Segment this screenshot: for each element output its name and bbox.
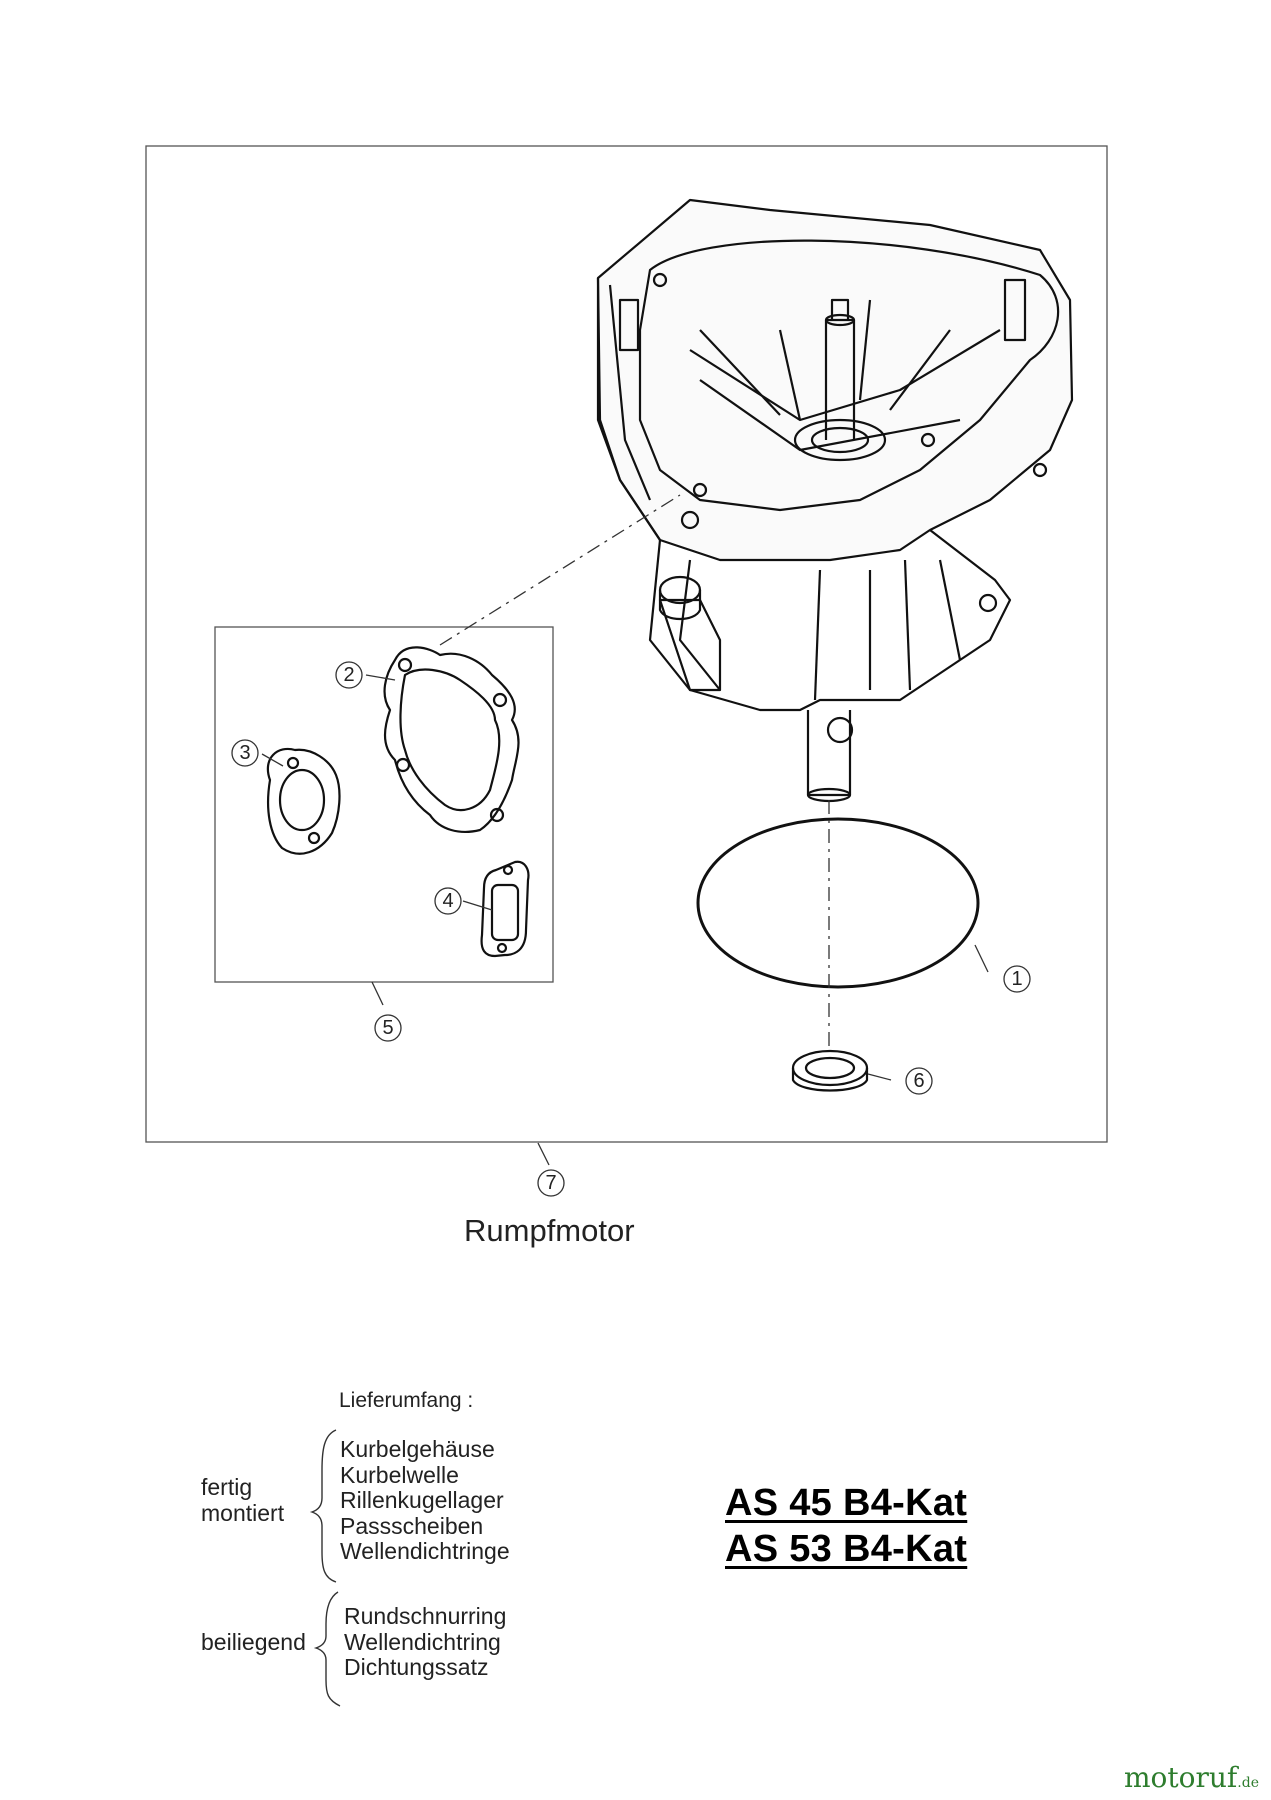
callout-circle-4	[434, 887, 462, 915]
watermark-name: motoruf	[1123, 1761, 1238, 1794]
callout-7: 7	[545, 1172, 556, 1194]
brace-enclosed	[313, 1591, 341, 1707]
list-item: Kurbelwelle	[340, 1461, 459, 1488]
list-item: Wellendichtringe	[340, 1538, 510, 1564]
assembly-guide-lines	[439, 494, 830, 1050]
watermark-logo: motoruf.de	[1124, 1761, 1259, 1794]
gasket-set-frame	[214, 626, 554, 983]
assembled-parts-list: Kurbelgehäuse Kurbelwelle Rillenkugellag…	[340, 1436, 510, 1565]
shaft-seal-part	[791, 1049, 869, 1092]
callout-2: 2	[343, 664, 354, 686]
group-label-enclosed: beiliegend	[201, 1629, 306, 1655]
callout-circle-5	[374, 1014, 402, 1042]
model-name-1: AS 45 B4-Kat	[725, 1482, 968, 1524]
crankcase-drawing	[596, 198, 1074, 803]
callout-1: 1	[1011, 968, 1022, 990]
group-label-assembled-line2: montiert	[201, 1499, 285, 1526]
brace-assembled	[309, 1429, 337, 1583]
assembly-title: Rumpfmotor	[464, 1213, 635, 1248]
callout-4: 4	[442, 890, 453, 912]
callout-circle-2	[335, 661, 363, 689]
list-item: Dichtungssatz	[344, 1654, 489, 1680]
callout-3: 3	[239, 742, 250, 764]
intake-gasket-part	[266, 747, 341, 855]
scope-braces	[309, 1429, 341, 1707]
model-name-2: AS 53 B4-Kat	[725, 1528, 968, 1570]
group-label-assembled-line1: fertig	[201, 1474, 253, 1500]
enclosed-parts-list: Rundschnurring Wellendichtring Dichtungs…	[344, 1603, 507, 1681]
list-item: Wellendichtring	[344, 1628, 501, 1655]
list-item: Kurbelgehäuse	[340, 1436, 495, 1462]
group-label-assembled: fertig montiert	[201, 1474, 285, 1526]
callout-circle-7	[537, 1169, 565, 1197]
callout-6: 6	[913, 1070, 924, 1092]
leader-lines	[261, 674, 989, 1166]
scope-heading: Lieferumfang :	[339, 1389, 474, 1412]
callout-circle-3	[231, 739, 259, 767]
exhaust-gasket-part	[480, 860, 530, 958]
cylinder-gasket-part	[383, 646, 520, 833]
callout-circle-6	[905, 1067, 933, 1095]
assembly-frame	[145, 145, 1108, 1143]
callout-5: 5	[382, 1017, 393, 1039]
list-item: Passscheiben	[340, 1512, 484, 1539]
callout-circle-1	[1003, 965, 1031, 993]
watermark-tld: .de	[1237, 1775, 1259, 1791]
o-ring-part	[696, 817, 980, 989]
callout-markers: 2 3 4 1 5 6 7	[231, 661, 1031, 1197]
list-item: Rillenkugellager	[340, 1487, 504, 1513]
list-item: Rundschnurring	[344, 1603, 507, 1629]
